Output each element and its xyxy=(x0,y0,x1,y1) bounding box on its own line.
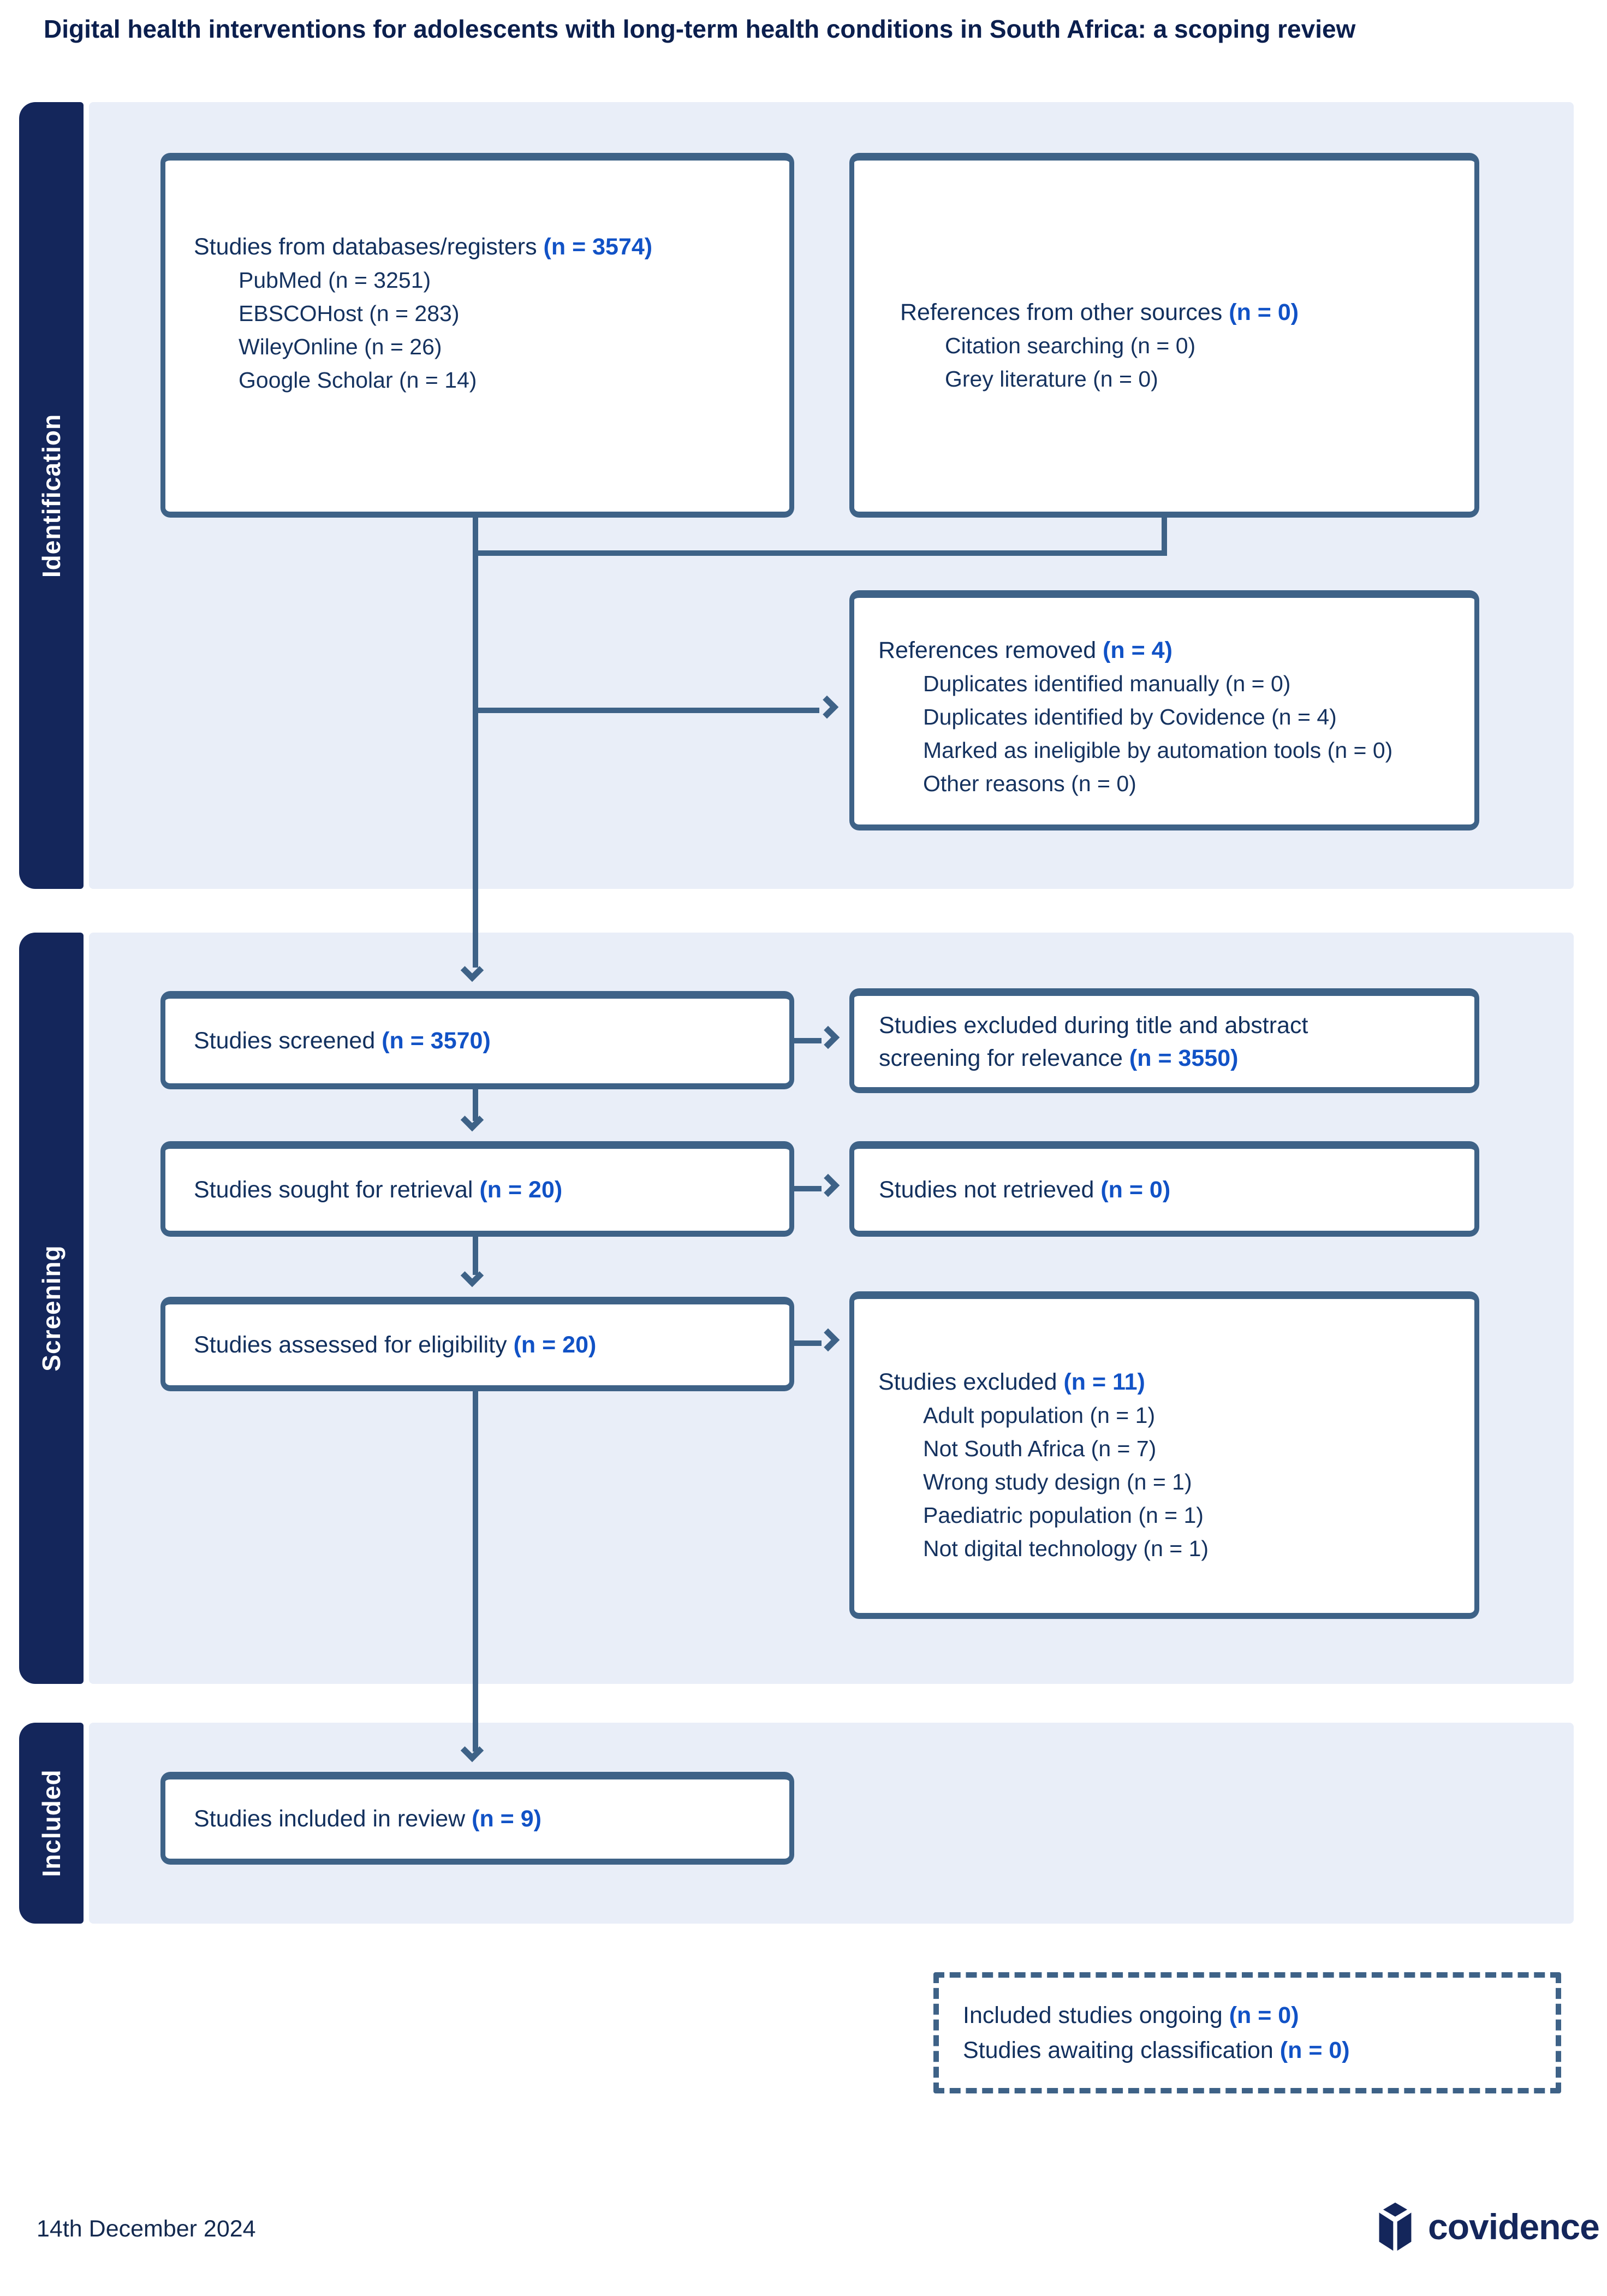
included-section-label: Included xyxy=(37,1769,66,1877)
count-value: (n = 3574) xyxy=(543,234,653,260)
connector-sought-to-assessed xyxy=(473,1237,478,1275)
covidence-mark-icon xyxy=(1379,2202,1412,2251)
box-references-removed: References removed (n = 4) Duplicates id… xyxy=(849,590,1479,830)
list-item: EBSCOHost (n = 283) xyxy=(239,301,460,326)
count-value: (n = 9) xyxy=(472,1806,541,1832)
box-heading: Studies sought for retrieval (n = 20) xyxy=(194,1176,563,1203)
count-value: (n = 0) xyxy=(1100,1176,1171,1203)
list-item: Google Scholar (n = 14) xyxy=(239,367,477,393)
box-item-list: Duplicates identified manually (n = 0) Du… xyxy=(878,667,1458,800)
list-item: Adult population (n = 1) xyxy=(923,1403,1156,1428)
included-section-bar: Included xyxy=(19,1723,84,1924)
count-value: (n = 0) xyxy=(1279,2037,1350,2063)
connector-other-sources-drop xyxy=(1162,515,1167,556)
count-value: (n = 0) xyxy=(1229,299,1299,325)
connector-assessed-to-excluded xyxy=(794,1340,822,1346)
box-studies-sought: Studies sought for retrieval (n = 20) xyxy=(160,1141,794,1237)
box-heading: References from other sources (n = 0) xyxy=(900,299,1299,325)
count-value: (n = 3570) xyxy=(382,1028,491,1054)
box-ongoing-awaiting: Included studies ongoing (n = 0) Studies… xyxy=(933,1972,1561,2093)
identification-section-bar: Identification xyxy=(19,102,84,889)
list-item: PubMed (n = 3251) xyxy=(239,268,431,293)
list-item: Not digital technology (n = 1) xyxy=(923,1536,1209,1561)
box-heading: Studies included in review (n = 9) xyxy=(194,1806,541,1832)
list-item: Citation searching (n = 0) xyxy=(945,333,1196,358)
box-heading: Studies from databases/registers (n = 35… xyxy=(194,234,653,260)
count-value: (n = 4) xyxy=(1103,637,1172,663)
connector-sought-to-not-retrieved xyxy=(794,1186,822,1191)
box-studies-screened: Studies screened (n = 3570) xyxy=(160,991,794,1089)
connector-other-sources-merge xyxy=(473,550,1167,556)
list-item: Wrong study design (n = 1) xyxy=(923,1469,1192,1494)
export-date: 14th December 2024 xyxy=(37,2216,256,2242)
list-item: Paediatric population (n = 1) xyxy=(923,1503,1204,1528)
list-item: WileyOnline (n = 26) xyxy=(239,334,442,359)
box-studies-from-databases: Studies from databases/registers (n = 35… xyxy=(160,153,794,518)
box-heading: Studies excluded during title and abstra… xyxy=(879,1012,1308,1071)
box-heading: Studies not retrieved (n = 0) xyxy=(879,1176,1171,1203)
connector-assessed-to-included xyxy=(473,1391,478,1752)
box-heading: References removed (n = 4) xyxy=(878,637,1172,663)
list-item: Not South Africa (n = 7) xyxy=(923,1436,1157,1461)
awaiting-line: Studies awaiting classification (n = 0) xyxy=(963,2037,1350,2063)
screening-section-bar: Screening xyxy=(19,933,84,1684)
connector-screened-to-excluded xyxy=(794,1038,822,1043)
count-value: (n = 20) xyxy=(479,1176,563,1203)
list-item: Duplicates identified manually (n = 0) xyxy=(923,671,1291,696)
list-item: Grey literature (n = 0) xyxy=(945,366,1158,391)
box-heading: Studies excluded (n = 11) xyxy=(878,1369,1145,1395)
box-studies-not-retrieved: Studies not retrieved (n = 0) xyxy=(849,1141,1479,1237)
list-item: Other reasons (n = 0) xyxy=(923,771,1136,796)
box-item-list: Adult population (n = 1) Not South Africa… xyxy=(878,1399,1458,1565)
box-heading: Studies assessed for eligibility (n = 20… xyxy=(194,1331,597,1358)
connector-screened-to-sought xyxy=(473,1089,478,1121)
box-heading: Studies screened (n = 3570) xyxy=(194,1028,491,1054)
list-item: Marked as ineligible by automation tools… xyxy=(923,738,1393,763)
identification-section-label: Identification xyxy=(37,413,66,578)
box-item-list: PubMed (n = 3251) EBSCOHost (n = 283) Wile… xyxy=(194,264,773,397)
count-value: (n = 11) xyxy=(1063,1369,1145,1395)
count-value: (n = 0) xyxy=(1229,2002,1299,2028)
ongoing-line: Included studies ongoing (n = 0) xyxy=(963,2002,1299,2028)
box-excluded-title-abstract: Studies excluded during title and abstra… xyxy=(849,988,1479,1093)
page-title: Digital health interventions for adolesc… xyxy=(44,15,1356,43)
screening-section-label: Screening xyxy=(37,1245,66,1372)
box-studies-included: Studies included in review (n = 9) xyxy=(160,1772,794,1865)
list-item: Duplicates identified by Covidence (n = … xyxy=(923,704,1337,729)
count-value: (n = 20) xyxy=(513,1331,597,1358)
box-studies-excluded: Studies excluded (n = 11) Adult populati… xyxy=(849,1291,1479,1619)
covidence-logo: covidence xyxy=(1370,2200,1600,2253)
connector-databases-to-screened xyxy=(473,515,478,968)
box-item-list: Citation searching (n = 0) Grey literatur… xyxy=(900,329,1458,396)
box-references-other-sources: References from other sources (n = 0) Ci… xyxy=(849,153,1479,518)
box-studies-assessed: Studies assessed for eligibility (n = 20… xyxy=(160,1297,794,1391)
count-value: (n = 3550) xyxy=(1129,1045,1239,1071)
connector-to-references-removed xyxy=(475,708,819,713)
covidence-wordmark: covidence xyxy=(1428,2206,1600,2247)
